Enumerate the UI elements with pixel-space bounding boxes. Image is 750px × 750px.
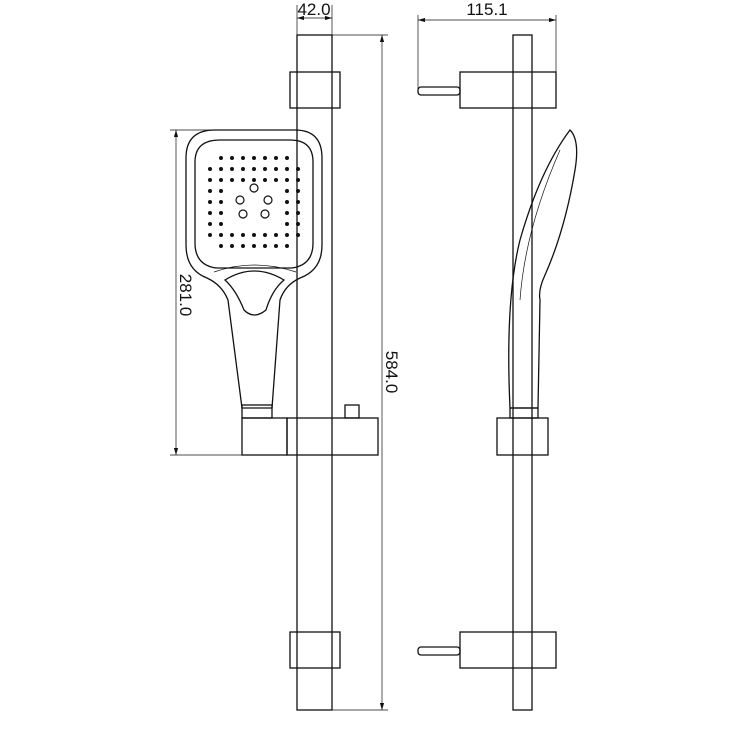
dimension-label: 42.0: [297, 0, 330, 19]
nozzle-dot: [285, 167, 289, 171]
nozzle-dot: [230, 233, 234, 237]
hand-shower-side: [508, 129, 578, 409]
nozzle-dot: [296, 211, 300, 215]
nozzle-dot: [263, 156, 267, 160]
nozzle-dot: [219, 244, 223, 248]
nozzle-dot: [263, 244, 267, 248]
nozzle-dot: [296, 189, 300, 193]
nozzle-dot: [241, 178, 245, 182]
nozzle-dot: [296, 222, 300, 226]
nozzle-dot: [263, 167, 267, 171]
nozzle-dot: [219, 211, 223, 215]
dimension-hand-shower-length: 281.0: [170, 129, 250, 456]
bottom-bracket-side: [459, 631, 557, 669]
nozzle-dot: [285, 178, 289, 182]
nozzle-dot: [296, 178, 300, 182]
nozzle-dot: [219, 167, 223, 171]
dimension-label: 281.0: [176, 274, 195, 317]
nozzle-dot: [241, 244, 245, 248]
nozzle-dot: [263, 233, 267, 237]
nozzle-dot: [285, 189, 289, 193]
nozzle-dot: [208, 167, 212, 171]
nozzle-dot: [252, 156, 256, 160]
nozzle-dot: [274, 244, 278, 248]
nozzle-dot: [230, 156, 234, 160]
nozzle-dot: [208, 233, 212, 237]
nozzle-dot: [274, 167, 278, 171]
front-view: [185, 34, 379, 711]
nozzle-dot: [285, 222, 289, 226]
nozzle-dot: [252, 167, 256, 171]
slider-holder-side: [496, 417, 549, 456]
slider-button: [344, 404, 360, 419]
nozzle-dot: [208, 211, 212, 215]
nozzle-dot: [263, 178, 267, 182]
nozzle-dot: [285, 200, 289, 204]
slide-rail-side: [512, 34, 533, 711]
hose-connector-side: [509, 407, 539, 419]
nozzle-dot: [219, 189, 223, 193]
dimension-label: 115.1: [466, 0, 507, 19]
nozzle-dot: [274, 178, 278, 182]
slide-rail: [296, 34, 333, 711]
nozzle-dot: [208, 189, 212, 193]
nozzle-dot: [274, 233, 278, 237]
nozzle-dot: [208, 222, 212, 226]
nozzle-dot: [230, 178, 234, 182]
nozzle-dot: [285, 211, 289, 215]
nozzle-dot: [219, 222, 223, 226]
top-wall-bracket: [289, 71, 341, 109]
nozzle-dot: [208, 178, 212, 182]
jet-nozzle: [235, 195, 245, 205]
nozzle-dot: [285, 244, 289, 248]
bottom-wall-bracket: [289, 631, 341, 669]
hose-connector: [241, 404, 273, 419]
nozzle-dot: [241, 156, 245, 160]
nozzle-dot: [296, 233, 300, 237]
nozzle-dot: [274, 156, 278, 160]
hand-shower-front: [185, 129, 323, 419]
dimension-label: 584.0: [382, 351, 401, 394]
nozzle-dot: [252, 178, 256, 182]
nozzle-dot: [219, 233, 223, 237]
jet-nozzle: [238, 209, 248, 219]
spray-nozzles: [208, 156, 300, 248]
nozzle-dot: [230, 167, 234, 171]
dimension-rail-width: 42.0: [296, 0, 333, 35]
top-bracket-side: [459, 71, 557, 109]
nozzle-dot: [296, 167, 300, 171]
nozzle-dot: [241, 233, 245, 237]
nozzle-dot: [241, 167, 245, 171]
nozzle-dot: [219, 178, 223, 182]
side-view: [417, 34, 578, 711]
nozzle-dot: [219, 156, 223, 160]
nozzle-dot: [285, 156, 289, 160]
bottom-screw: [417, 646, 461, 656]
nozzle-dot: [219, 200, 223, 204]
dimension-projection: 115.1: [417, 0, 557, 90]
dimension-rail-length: 584.0: [332, 34, 401, 711]
nozzle-dot: [230, 244, 234, 248]
jet-nozzle: [249, 183, 259, 193]
nozzle-dot: [252, 244, 256, 248]
nozzle-dot: [252, 233, 256, 237]
top-screw: [417, 86, 461, 96]
jet-nozzle: [263, 195, 273, 205]
jet-nozzle: [260, 209, 270, 219]
nozzle-dot: [208, 200, 212, 204]
slider-holder: [241, 404, 379, 456]
nozzle-dot: [285, 233, 289, 237]
nozzle-dot: [296, 200, 300, 204]
